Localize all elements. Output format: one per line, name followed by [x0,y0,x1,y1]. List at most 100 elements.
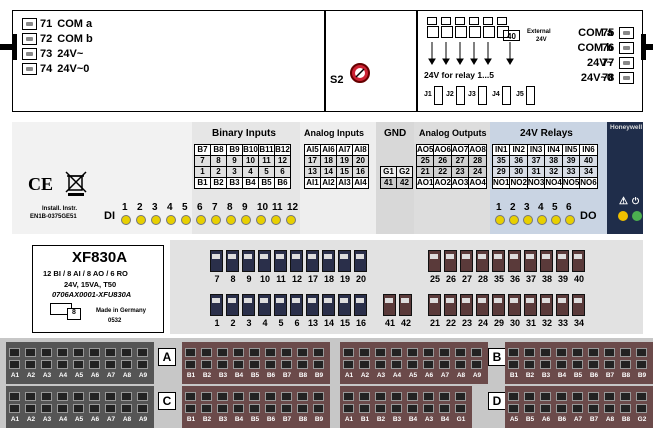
screw-terminal[interactable] [619,27,634,39]
connector-screw[interactable] [407,360,418,369]
screw-terminal[interactable] [619,42,634,54]
screw-terminal[interactable] [22,18,37,30]
screw-terminal[interactable] [619,72,634,84]
jumper-header[interactable] [456,86,465,105]
jumper-pin[interactable] [483,17,493,25]
connector-screw[interactable] [25,348,36,357]
connector-screw[interactable] [375,404,386,413]
connector-screw[interactable] [201,360,212,369]
connector-screw[interactable] [73,348,84,357]
connector-screw[interactable] [423,348,434,357]
connector-screw[interactable] [556,348,567,357]
jumper-switch[interactable] [427,26,439,38]
connector-screw[interactable] [249,392,260,401]
connector-screw[interactable] [508,360,519,369]
connector-screw[interactable] [233,392,244,401]
jumper-header[interactable] [478,86,487,105]
connector-screw[interactable] [556,392,567,401]
connector-screw[interactable] [201,392,212,401]
jumper-switch[interactable] [483,26,495,38]
connector-screw[interactable] [217,392,228,401]
connector-screw[interactable] [455,360,466,369]
connector-screw[interactable] [359,348,370,357]
connector-screw[interactable] [265,392,276,401]
connector-screw[interactable] [439,404,450,413]
screw-terminal[interactable] [22,33,37,45]
connector-screw[interactable] [217,348,228,357]
connector-screw[interactable] [313,348,324,357]
connector-screw[interactable] [620,392,631,401]
connector-screw[interactable] [73,404,84,413]
jumper-pin[interactable] [469,17,479,25]
connector-screw[interactable] [375,360,386,369]
connector-screw[interactable] [89,404,100,413]
connector-screw[interactable] [636,404,647,413]
jumper-pin[interactable] [427,17,437,25]
connector-screw[interactable] [121,404,132,413]
connector-screw[interactable] [105,392,116,401]
connector-screw[interactable] [508,404,519,413]
connector-screw[interactable] [620,404,631,413]
connector-screw[interactable] [73,392,84,401]
connector-screw[interactable] [359,360,370,369]
connector-screw[interactable] [25,360,36,369]
connector-screw[interactable] [9,348,20,357]
connector-screw[interactable] [105,360,116,369]
connector-screw[interactable] [297,348,308,357]
connector-screw[interactable] [471,348,482,357]
connector-screw[interactable] [121,348,132,357]
screw-terminal[interactable] [619,57,634,69]
connector-screw[interactable] [9,360,20,369]
connector-screw[interactable] [407,404,418,413]
jumper-pin[interactable] [497,17,507,25]
connector-screw[interactable] [343,348,354,357]
connector-screw[interactable] [249,404,260,413]
connector-screw[interactable] [89,360,100,369]
connector-screw[interactable] [25,392,36,401]
connector-screw[interactable] [343,360,354,369]
connector-screw[interactable] [265,348,276,357]
connector-screw[interactable] [604,404,615,413]
connector-screw[interactable] [524,392,535,401]
connector-screw[interactable] [281,348,292,357]
connector-screw[interactable] [201,404,212,413]
connector-screw[interactable] [391,360,402,369]
jumper-header[interactable] [434,86,443,105]
connector-screw[interactable] [572,360,583,369]
connector-screw[interactable] [41,348,52,357]
connector-screw[interactable] [423,404,434,413]
jumper-pin[interactable] [455,17,465,25]
connector-screw[interactable] [423,360,434,369]
connector-screw[interactable] [281,404,292,413]
connector-screw[interactable] [137,360,148,369]
connector-screw[interactable] [407,392,418,401]
connector-screw[interactable] [297,392,308,401]
connector-screw[interactable] [265,360,276,369]
connector-screw[interactable] [313,360,324,369]
connector-screw[interactable] [281,392,292,401]
connector-screw[interactable] [588,360,599,369]
connector-screw[interactable] [455,392,466,401]
connector-screw[interactable] [588,404,599,413]
connector-screw[interactable] [508,392,519,401]
connector-screw[interactable] [343,392,354,401]
connector-screw[interactable] [57,392,68,401]
connector-screw[interactable] [185,392,196,401]
connector-screw[interactable] [391,404,402,413]
connector-screw[interactable] [281,360,292,369]
connector-screw[interactable] [471,360,482,369]
connector-screw[interactable] [556,360,567,369]
connector-screw[interactable] [265,404,276,413]
connector-screw[interactable] [455,348,466,357]
jumper-switch[interactable] [441,26,453,38]
connector-screw[interactable] [137,392,148,401]
connector-screw[interactable] [233,360,244,369]
connector-screw[interactable] [297,404,308,413]
connector-screw[interactable] [620,348,631,357]
connector-screw[interactable] [540,360,551,369]
connector-screw[interactable] [121,360,132,369]
connector-screw[interactable] [9,392,20,401]
connector-screw[interactable] [391,348,402,357]
jumper-switch[interactable] [455,26,467,38]
connector-screw[interactable] [572,404,583,413]
